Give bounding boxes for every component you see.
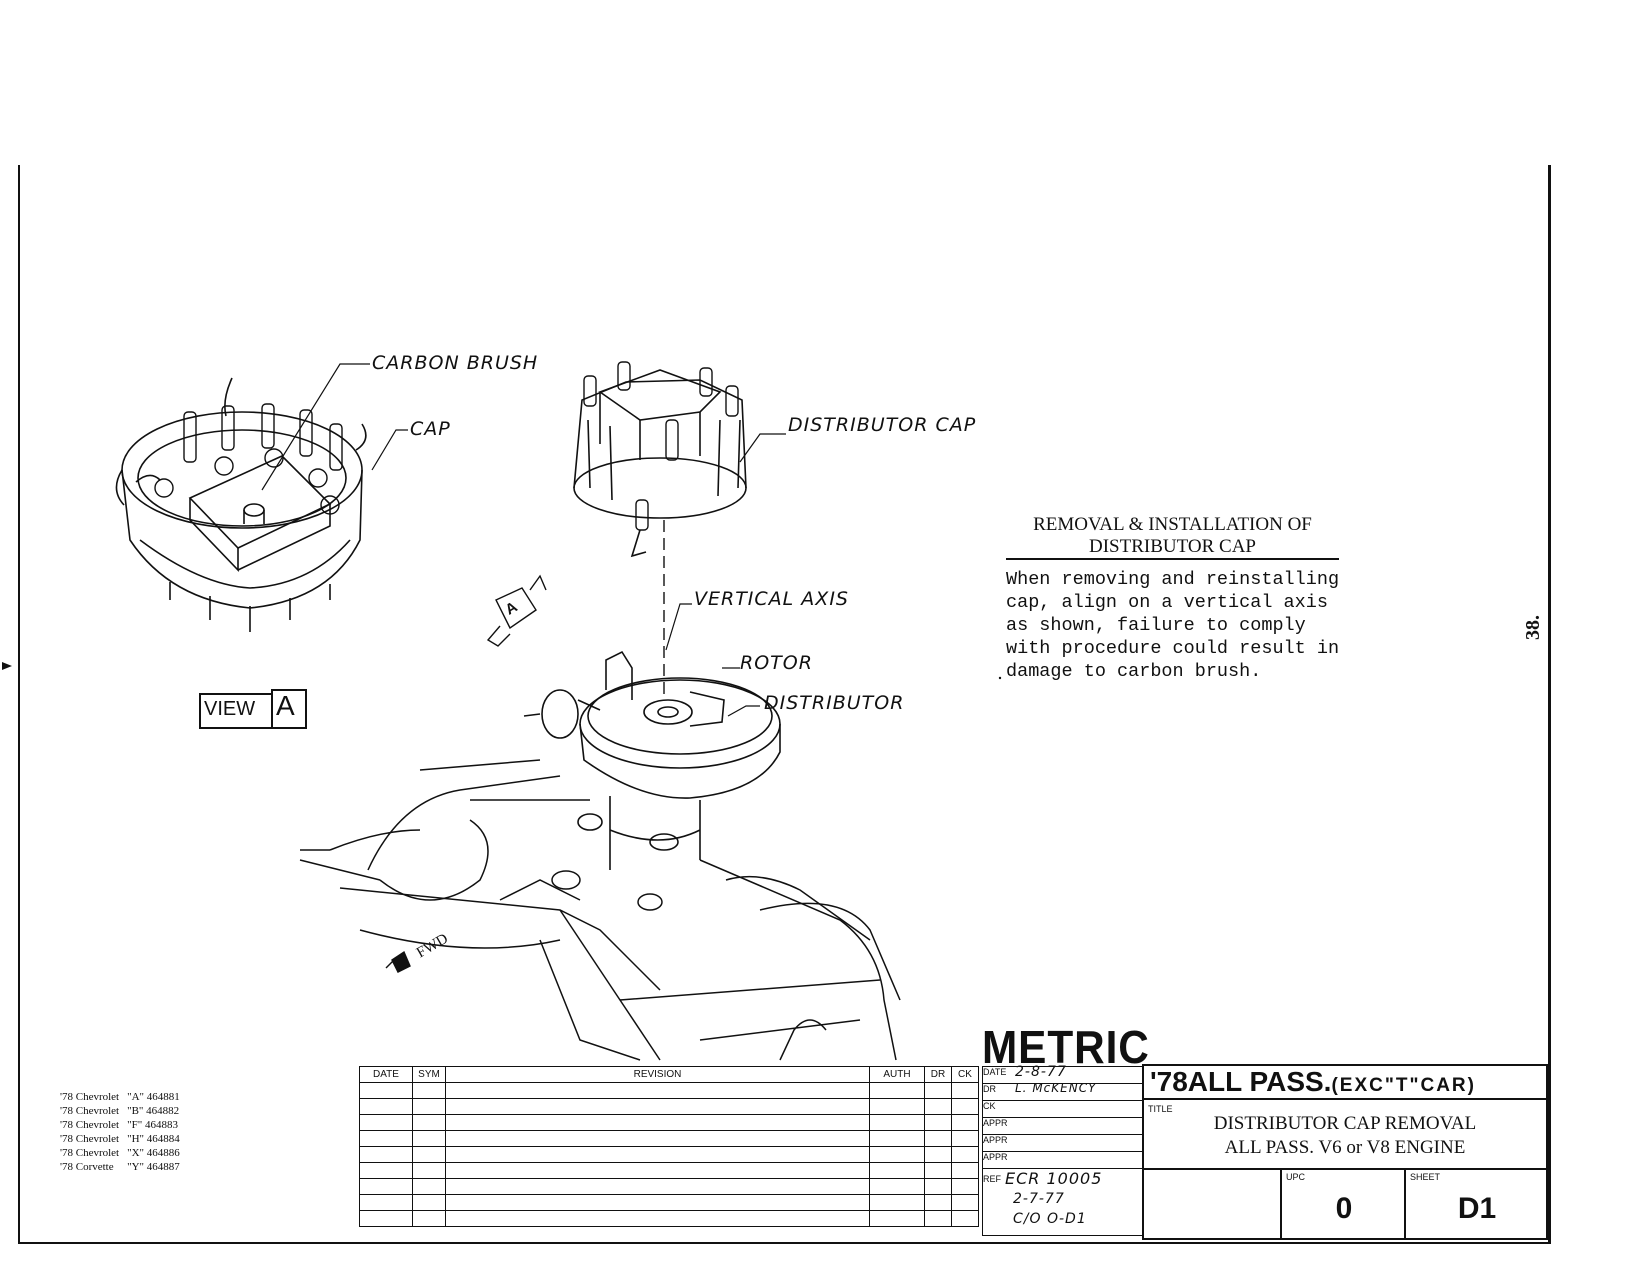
view-letter: A [276, 690, 295, 721]
table-row [359, 1162, 979, 1179]
col-auth: AUTH [869, 1066, 925, 1083]
note-heading: REMOVAL & INSTALLATION OF DISTRIBUTOR CA… [1006, 514, 1339, 558]
upc-value: 0 [1335, 1192, 1353, 1225]
sheet-label: SHEET [1410, 1172, 1441, 1182]
title-block: '78ALL PASS.(EXC"T"CAR) TITLE DISTRIBUTO… [1142, 1064, 1548, 1240]
view-direction-arrow-icon [486, 574, 547, 647]
table-row [359, 1082, 979, 1099]
sign-date-value: 2-8-77 [1015, 1064, 1067, 1080]
note-body: When removing and reinstalling cap, alig… [1006, 569, 1340, 682]
distributor-cap-illustration [573, 361, 786, 558]
drawing-title: DISTRIBUTOR CAP REMOVAL ALL PASS. V6 or … [1144, 1112, 1546, 1160]
ref-line1: ECR 10005 [1005, 1169, 1103, 1188]
heading-main: '78ALL PASS. [1150, 1066, 1332, 1097]
table-row [359, 1114, 979, 1131]
model-row: '78 Chevrolet"F" 464883 [60, 1119, 178, 1131]
distributor-rotor-illustration [523, 650, 781, 870]
table-row [359, 1146, 979, 1163]
title-block-heading: '78ALL PASS.(EXC"T"CAR) [1144, 1066, 1546, 1100]
heading-sub: (EXC"T"CAR) [1331, 1075, 1476, 1096]
title-block-footer: UPC 0 SHEET D1 [1144, 1168, 1546, 1240]
page-number: 38. [1522, 615, 1544, 640]
col-revision: REVISION [445, 1066, 870, 1083]
callout-carbon-brush: CARBON BRUSH [372, 352, 539, 374]
callout-distributor: DISTRIBUTOR [764, 692, 905, 714]
sign-appr-row: APPR [983, 1135, 1143, 1152]
forward-arrow-icon [385, 950, 411, 973]
sign-ck-row: CK [983, 1101, 1143, 1118]
upc-cell: UPC 0 [1280, 1170, 1406, 1240]
model-row: '78 Corvette"Y" 464887 [60, 1161, 180, 1173]
note-heading-line2: DISTRIBUTOR CAP [1089, 536, 1256, 557]
model-row: '78 Chevrolet"A" 464881 [60, 1091, 180, 1103]
sign-ref-area: REF ECR 10005 2-7-77 C/O O-D1 [983, 1169, 1103, 1227]
ref-line3: C/O O-D1 [1013, 1211, 1087, 1227]
note-divider [1006, 558, 1339, 560]
callout-vertical-axis: VERTICAL AXIS [694, 588, 849, 610]
callout-rotor: ROTOR [740, 652, 813, 674]
upc-label: UPC [1286, 1172, 1306, 1182]
drawing-title-line1: DISTRIBUTOR CAP REMOVAL [1213, 1113, 1477, 1134]
callout-cap: CAP [410, 418, 451, 440]
title-label: TITLE [1148, 1104, 1173, 1114]
note-heading-line1: REMOVAL & INSTALLATION OF [1033, 514, 1312, 535]
col-dr: DR [924, 1066, 952, 1083]
model-row: '78 Chevrolet"H" 464884 [60, 1133, 180, 1145]
cap-view-a-illustration [115, 363, 408, 632]
drawing-title-line2: ALL PASS. V6 or V8 ENGINE [1224, 1137, 1466, 1158]
table-row [359, 1098, 979, 1115]
revision-table: DATE SYM REVISION AUTH DR CK [359, 1066, 979, 1227]
table-row [359, 1194, 979, 1211]
model-list: '78 Chevrolet"A" 464881 '78 Chevrolet"B"… [60, 1090, 188, 1174]
model-row: '78 Chevrolet"X" 464886 [60, 1147, 180, 1159]
table-row [359, 1130, 979, 1147]
table-row [359, 1210, 979, 1227]
callout-distributor-cap: DISTRIBUTOR CAP [788, 414, 977, 436]
sheet-value: D1 [1457, 1192, 1497, 1225]
sign-appr-row: APPR [983, 1152, 1143, 1169]
sheet-cell: SHEET D1 [1404, 1170, 1548, 1240]
metric-stamp: METRIC [982, 1021, 1150, 1073]
edge-marker-icon [2, 662, 12, 670]
revision-header-row: DATE SYM REVISION AUTH DR CK [359, 1066, 979, 1083]
table-row [359, 1178, 979, 1195]
engine-block-illustration [299, 759, 901, 1061]
ref-line2: 2-7-77 [1013, 1191, 1065, 1207]
drawing-frame [18, 165, 1551, 1244]
view-label: VIEW [204, 698, 256, 720]
col-sym: SYM [412, 1066, 446, 1083]
model-row: '78 Chevrolet"B" 464882 [60, 1105, 180, 1117]
col-date: DATE [359, 1066, 413, 1083]
sign-dr-value: L. McKENCY [1015, 1081, 1097, 1095]
col-ck: CK [951, 1066, 979, 1083]
sign-appr-row: APPR [983, 1118, 1143, 1135]
